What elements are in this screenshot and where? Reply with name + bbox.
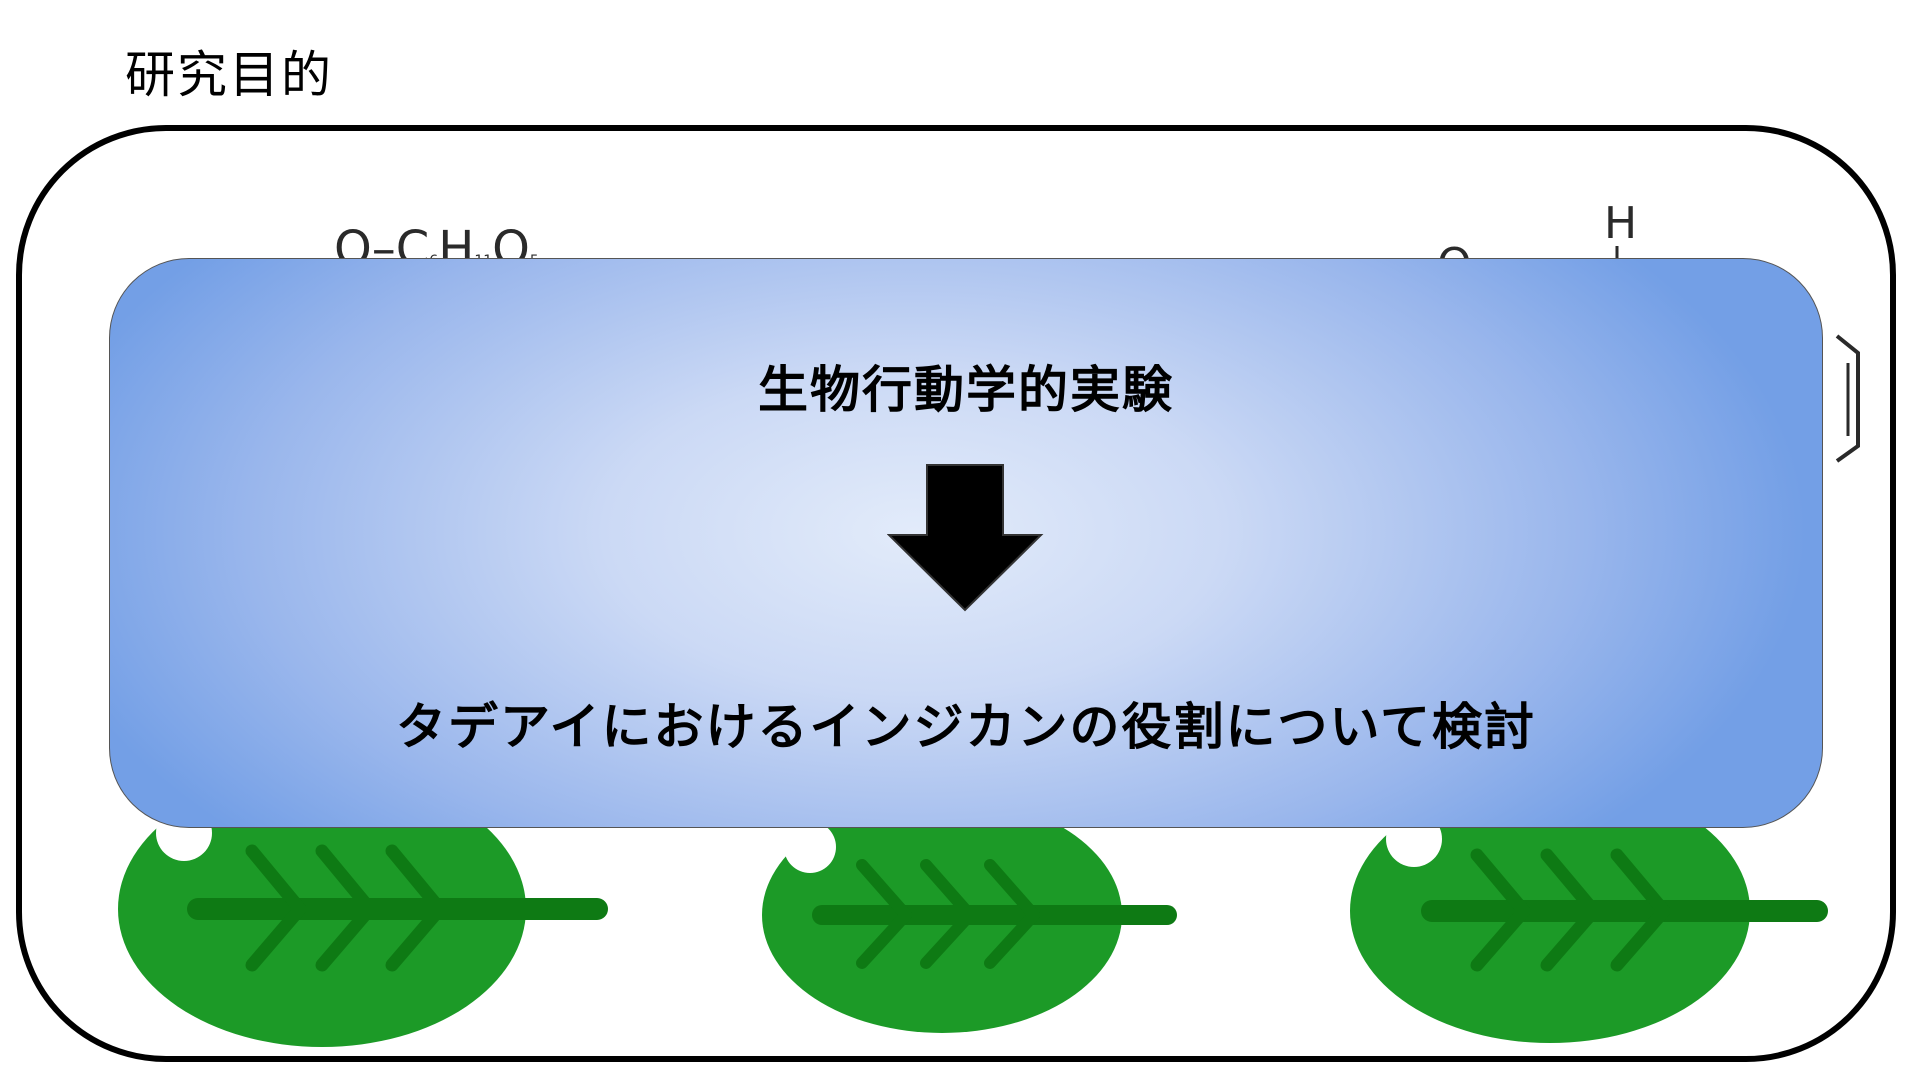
experiment-label: 生物行動学的実験 [758, 361, 1174, 419]
research-goal-label: タデアイにおけるインジカンの役割について検討 [396, 698, 1536, 756]
chem-atom-hydrogen: H [1604, 198, 1638, 249]
leaves-row [118, 771, 1828, 1047]
leaf-icon [1350, 779, 1828, 1043]
down-arrow-icon [887, 464, 1044, 612]
leaf-icon [762, 797, 1177, 1033]
research-flow-panel: 生物行動学的実験 タデアイにおけるインジカンの役割について検討 [109, 258, 1823, 828]
page-title: 研究目的 [125, 46, 333, 104]
leaf-icon [118, 771, 608, 1047]
